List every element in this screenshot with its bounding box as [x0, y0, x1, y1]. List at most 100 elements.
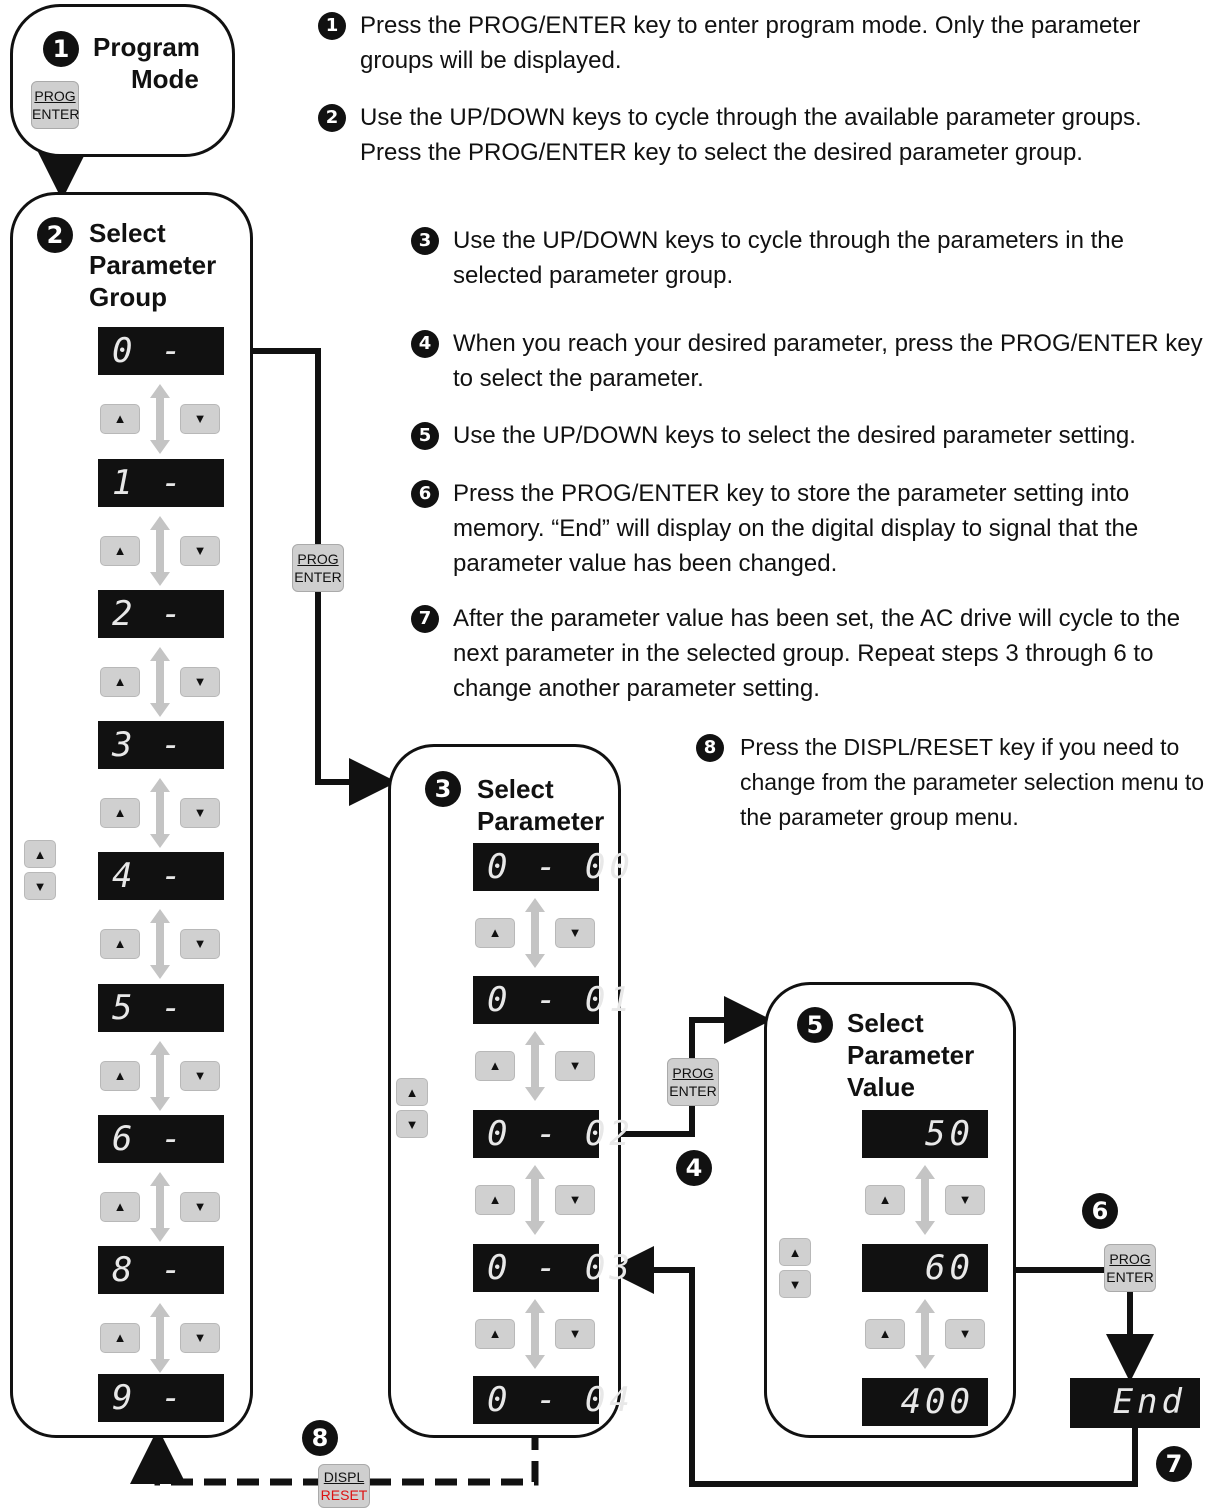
down-key[interactable]: ▼: [555, 1185, 595, 1215]
up-key[interactable]: ▲: [475, 918, 515, 948]
digital-display: 4 -: [98, 852, 224, 900]
up-down-arrow-icon: [915, 1165, 935, 1235]
up-down-arrow-icon: [150, 1303, 170, 1373]
panel-title: Select: [477, 774, 554, 804]
up-key[interactable]: ▲: [100, 536, 140, 566]
up-down-arrow-icon: [150, 1172, 170, 1242]
digital-display: 400: [862, 1378, 988, 1426]
key-label-enter: ENTER: [1106, 1269, 1154, 1285]
up-down-arrow-icon: [525, 1299, 545, 1369]
up-down-arrow-icon: [150, 647, 170, 717]
digital-display: 0 -: [98, 327, 224, 375]
end-display: End: [1070, 1378, 1200, 1428]
arrow-end-to-next-parameter: [606, 1246, 1138, 1487]
step-text: When you reach your desired parameter, p…: [453, 330, 1203, 392]
panel-title: Select: [847, 1008, 924, 1038]
up-key[interactable]: ▲: [24, 840, 56, 868]
key-label-enter: ENTER: [669, 1083, 717, 1099]
prog-enter-key[interactable]: PROG ENTER: [667, 1058, 719, 1106]
digital-display: 0 - 02: [473, 1110, 630, 1158]
down-key[interactable]: ▼: [555, 1051, 595, 1081]
instruction-step: 6 Press the PROG/ENTER key to store the p…: [411, 476, 1211, 581]
down-key[interactable]: ▼: [180, 1323, 220, 1353]
step-number-badge: 1: [318, 12, 346, 40]
step-text: Use the UP/DOWN keys to cycle through th…: [453, 227, 1124, 289]
digital-display: 8 -: [98, 1246, 224, 1294]
key-label-enter: ENTER: [32, 106, 80, 122]
up-down-arrow-icon: [150, 1041, 170, 1111]
callout-8-badge: 8: [302, 1420, 338, 1456]
down-key[interactable]: ▼: [396, 1110, 428, 1138]
down-key[interactable]: ▼: [779, 1270, 811, 1298]
prog-enter-key[interactable]: PROG ENTER: [1104, 1244, 1156, 1292]
callout-7-badge: 7: [1156, 1446, 1192, 1482]
down-key[interactable]: ▼: [180, 798, 220, 828]
prog-enter-key[interactable]: PROG ENTER: [31, 81, 79, 129]
program-mode-panel: 1 Program Mode PROG ENTER: [10, 4, 235, 157]
up-key[interactable]: ▲: [779, 1238, 811, 1266]
step-number-badge: 5: [797, 1007, 833, 1043]
callout-4-badge: 4: [676, 1150, 712, 1186]
down-key[interactable]: ▼: [945, 1319, 985, 1349]
up-down-arrow-icon: [525, 1031, 545, 1101]
step-number-badge: 6: [411, 480, 439, 508]
displ-reset-key[interactable]: DISPL RESET: [318, 1464, 370, 1508]
down-key[interactable]: ▼: [180, 1061, 220, 1091]
up-key[interactable]: ▲: [100, 798, 140, 828]
up-key[interactable]: ▲: [100, 1192, 140, 1222]
down-key[interactable]: ▼: [180, 667, 220, 697]
panel-title: Parameter: [847, 1040, 975, 1070]
up-down-arrow-icon: [150, 384, 170, 454]
up-key[interactable]: ▲: [100, 667, 140, 697]
key-label-enter: ENTER: [294, 569, 342, 585]
key-label-prog: PROG: [34, 88, 76, 104]
key-label-prog: PROG: [1109, 1251, 1151, 1267]
key-label-displ: DISPL: [323, 1469, 365, 1485]
down-key[interactable]: ▼: [180, 929, 220, 959]
up-down-arrow-icon: [150, 909, 170, 979]
key-label-prog: PROG: [672, 1065, 714, 1081]
up-key[interactable]: ▲: [100, 404, 140, 434]
key-label-prog: PROG: [297, 551, 339, 567]
up-key[interactable]: ▲: [475, 1319, 515, 1349]
down-key[interactable]: ▼: [555, 1319, 595, 1349]
group-loop-keys: ▲ ▼: [24, 840, 56, 904]
panel-title: Parameter: [89, 250, 217, 280]
down-key[interactable]: ▼: [945, 1185, 985, 1215]
step-text: Press the PROG/ENTER key to enter progra…: [360, 12, 1141, 74]
up-key[interactable]: ▲: [865, 1185, 905, 1215]
step-number-badge: 2: [318, 104, 346, 132]
step-number-badge: 7: [411, 605, 439, 633]
up-key[interactable]: ▲: [865, 1319, 905, 1349]
digital-display: 9 -: [98, 1374, 224, 1422]
up-key[interactable]: ▲: [396, 1078, 428, 1106]
panel-title: Program: [93, 32, 200, 62]
down-key[interactable]: ▼: [180, 1192, 220, 1222]
down-key[interactable]: ▼: [24, 872, 56, 900]
prog-enter-key[interactable]: PROG ENTER: [292, 544, 344, 592]
up-key[interactable]: ▲: [475, 1185, 515, 1215]
panel-title: Value: [847, 1072, 915, 1102]
panel-title: Parameter: [477, 806, 605, 836]
up-down-arrow-icon: [150, 778, 170, 848]
digital-display: 0 - 01: [473, 976, 630, 1024]
panel-title: Group: [89, 282, 167, 312]
down-key[interactable]: ▼: [180, 404, 220, 434]
down-key[interactable]: ▼: [555, 918, 595, 948]
digital-display: 3 -: [98, 721, 224, 769]
up-key[interactable]: ▲: [100, 1061, 140, 1091]
down-key[interactable]: ▼: [180, 536, 220, 566]
up-key[interactable]: ▲: [100, 929, 140, 959]
digital-display: 0 - 03: [473, 1244, 630, 1292]
step-number-badge: 5: [411, 422, 439, 450]
step-number-badge: 8: [696, 734, 724, 762]
digital-display: 1 -: [98, 459, 224, 507]
step-text: Press the PROG/ENTER key to store the pa…: [453, 480, 1139, 577]
up-key[interactable]: ▲: [475, 1051, 515, 1081]
digital-display: 6 -: [98, 1115, 224, 1163]
up-key[interactable]: ▲: [100, 1323, 140, 1353]
